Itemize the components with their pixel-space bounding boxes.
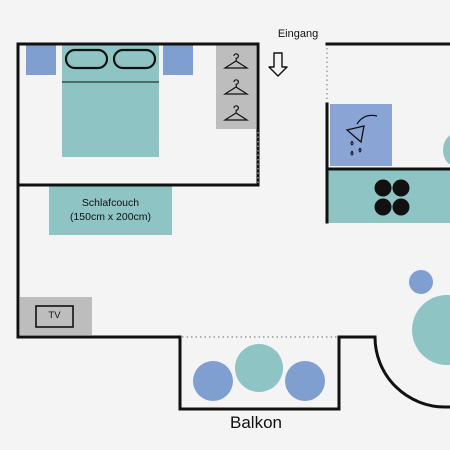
shower-tray: [330, 104, 392, 166]
sofa-bed: [49, 186, 172, 235]
dining-table: [412, 295, 450, 365]
burner-icon: [374, 179, 392, 197]
tv-stand: [20, 297, 92, 335]
sofa-bed-size: (150cm x 200cm): [69, 211, 152, 223]
burner-icon: [374, 198, 392, 216]
balcony-door-swing: [373, 336, 450, 409]
hanger-icon: [222, 79, 250, 95]
tv-screen: [35, 305, 74, 328]
double-bed: [62, 45, 159, 157]
door-openings: [182, 48, 337, 338]
shower-icon: [345, 114, 378, 156]
balcony-table: [235, 344, 283, 392]
hanger-icon: [222, 105, 250, 121]
bed-pillow-right: [112, 48, 157, 70]
walls: [16, 42, 450, 411]
sink: [443, 135, 450, 165]
balcony-chair-right: [285, 361, 325, 401]
pillow-right: [163, 45, 193, 75]
burner-icon: [392, 198, 410, 216]
burner-icon: [392, 179, 410, 197]
arrow-down-icon: [268, 52, 288, 77]
balcony-label: Balkon: [230, 413, 282, 432]
entrance-label: Eingang: [277, 28, 319, 40]
dining-chair: [409, 270, 433, 294]
balcony-chair-left: [193, 361, 233, 401]
hanger-icon: [222, 53, 250, 69]
bed-pillow-left: [64, 48, 109, 70]
sofa-bed-title: Schlafcouch: [81, 197, 140, 209]
tv-label: TV: [48, 310, 61, 321]
pillow-left: [26, 45, 56, 75]
kitchen-counter: [326, 170, 450, 223]
